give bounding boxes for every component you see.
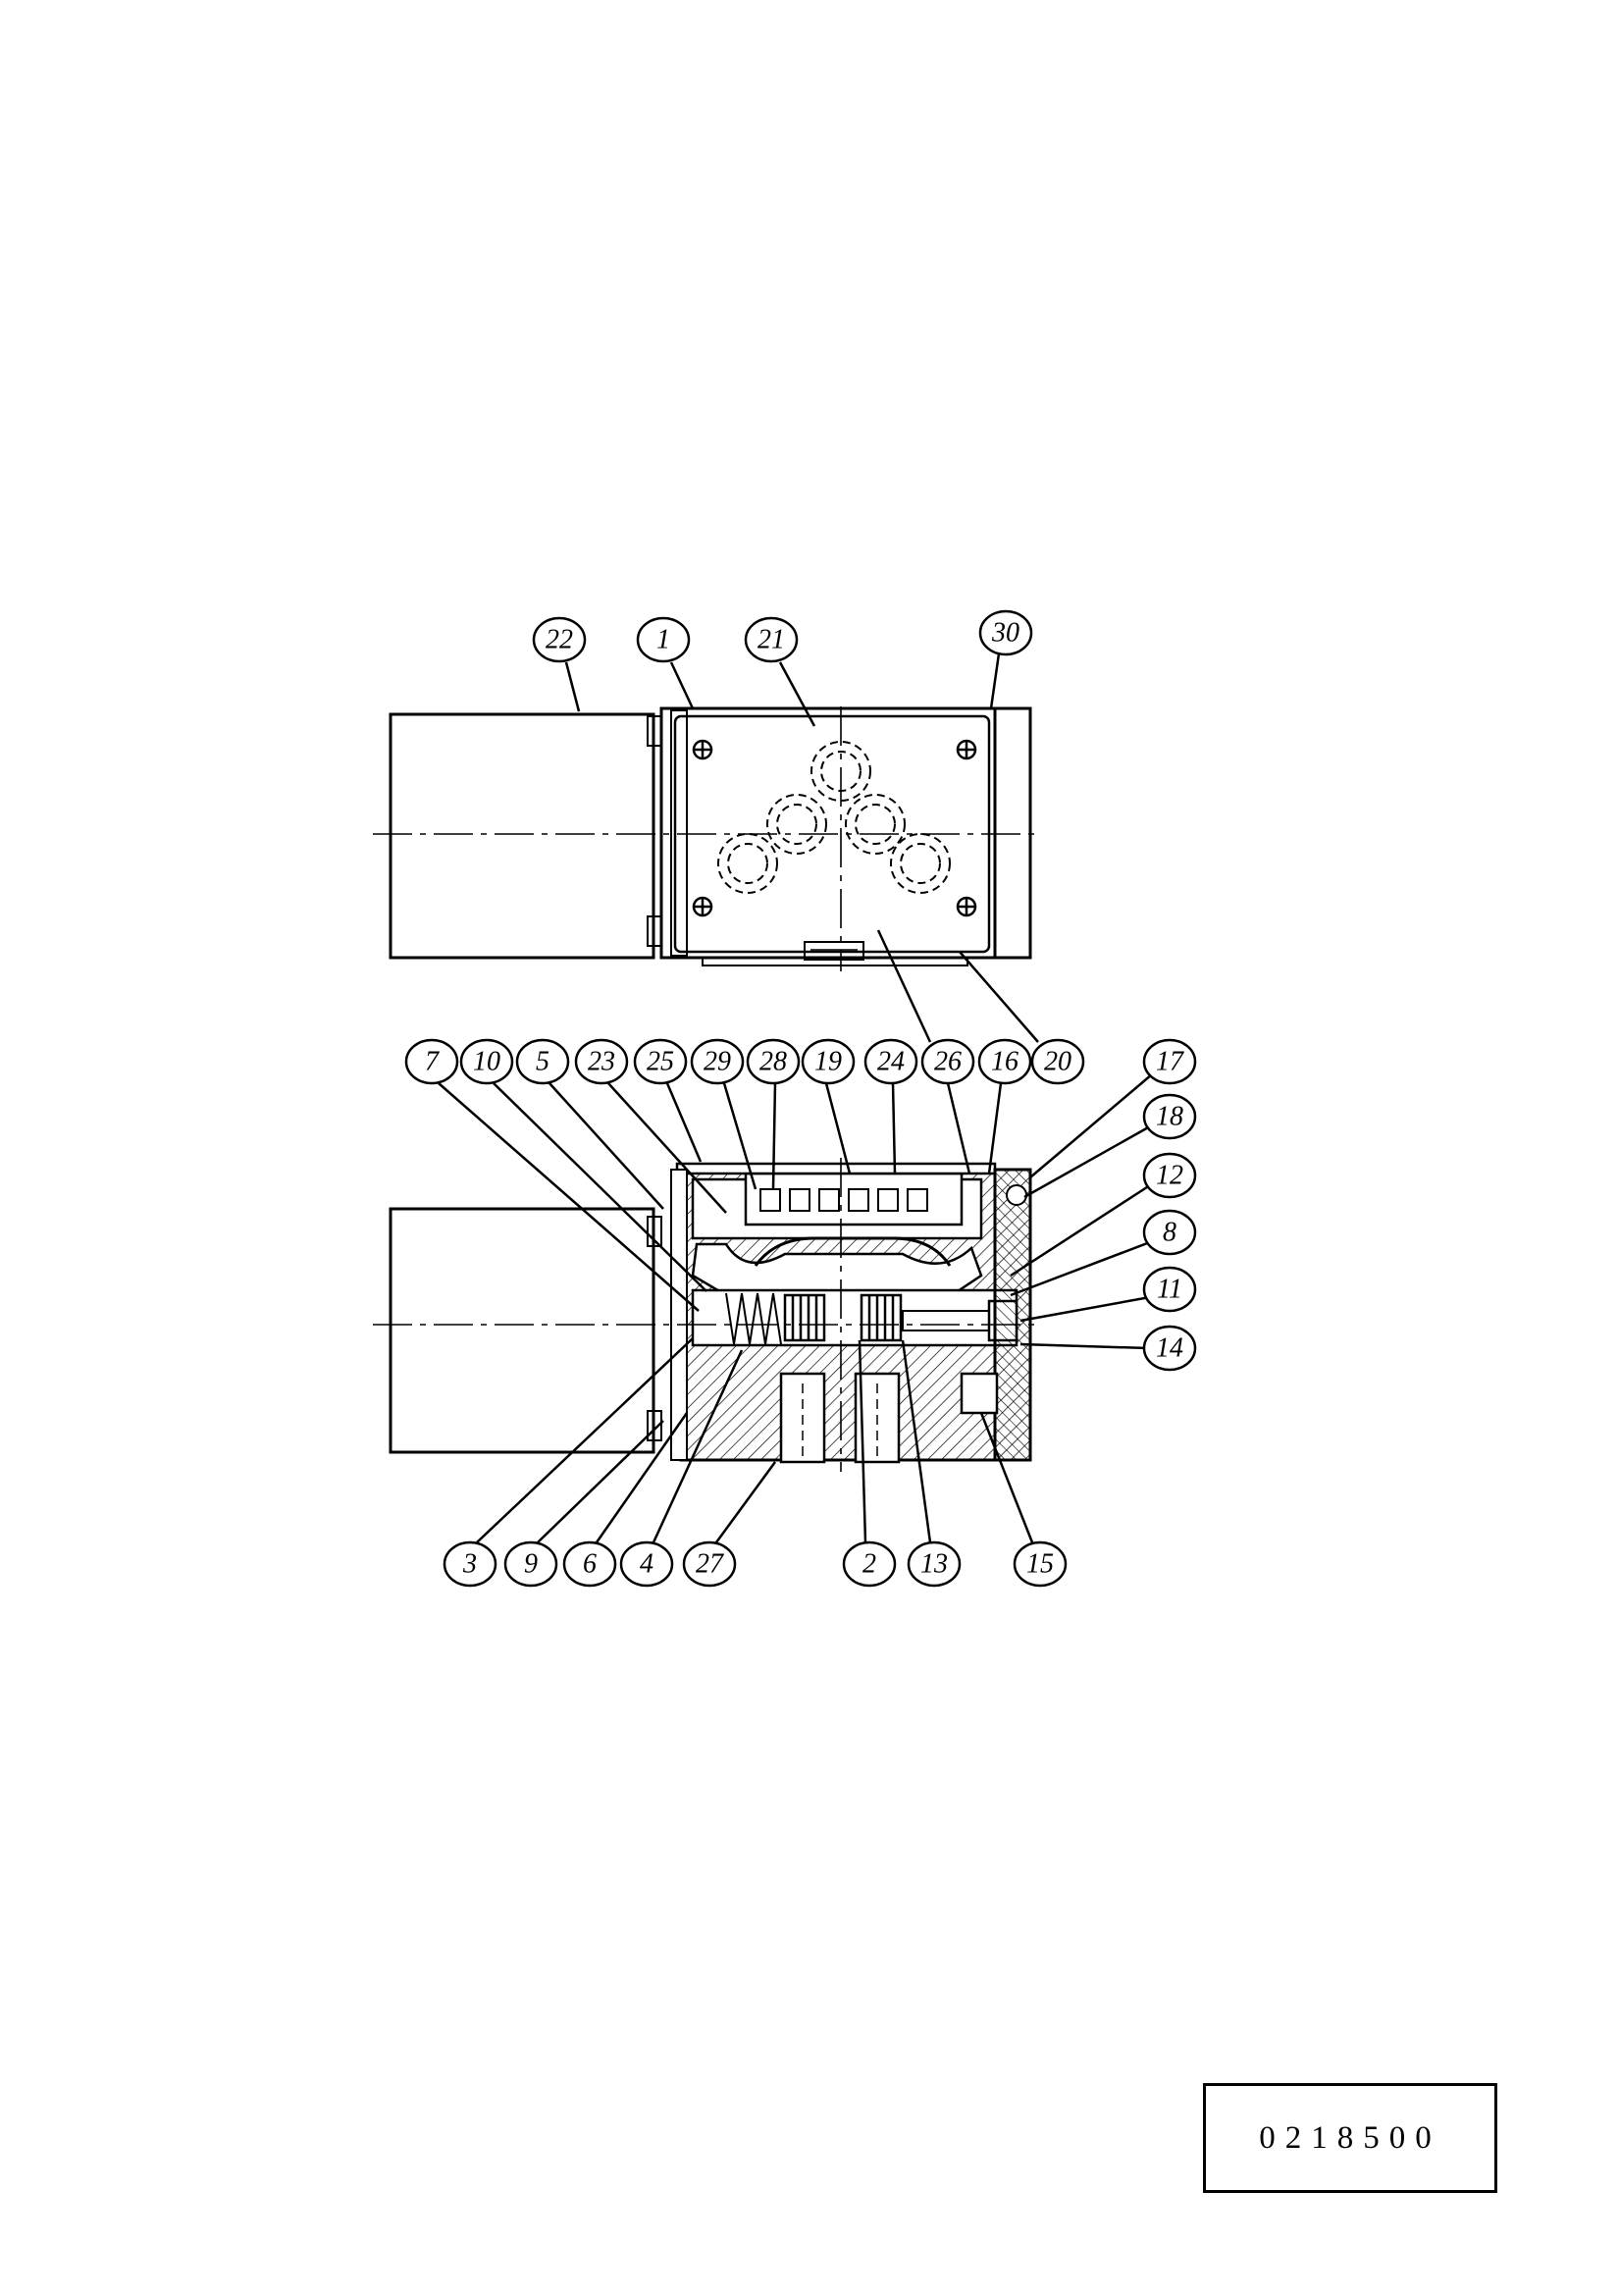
callout-17 — [1029, 1038, 1197, 1178]
callout-labels: 22 1 21 30 26 20 7 10 5 23 25 29 28 19 2… — [425, 618, 1184, 1580]
callout-label-30: 30 — [991, 618, 1019, 649]
callout-9 — [503, 1420, 664, 1588]
callout-label-22: 22 — [546, 625, 573, 655]
end-cover — [993, 706, 1032, 960]
callout-label-5: 5 — [536, 1047, 549, 1077]
callout-27 — [682, 1461, 777, 1588]
callout-label-19: 19 — [814, 1047, 842, 1077]
callout-label-28: 28 — [759, 1047, 787, 1077]
document-number: 0218500 — [1259, 2119, 1441, 2156]
callout-label-23: 23 — [588, 1047, 615, 1077]
callout-2 — [842, 1339, 897, 1588]
callout-label-1: 1 — [656, 625, 670, 655]
callout-12 — [1010, 1152, 1197, 1278]
callout-7 — [404, 1038, 700, 1312]
callout-label-25: 25 — [647, 1047, 674, 1077]
callout-label-10: 10 — [473, 1047, 500, 1077]
callout-19 — [801, 1038, 856, 1174]
callout-label-14: 14 — [1156, 1333, 1183, 1364]
callout-label-13: 13 — [920, 1549, 948, 1580]
callout-label-11: 11 — [1157, 1275, 1182, 1305]
callout-26 — [946, 1082, 971, 1174]
callout-label-17: 17 — [1156, 1047, 1184, 1077]
solenoid-coil-section — [389, 1207, 655, 1454]
callout-15 — [979, 1412, 1068, 1588]
callout-label-24: 24 — [877, 1047, 905, 1077]
callout-label-2: 2 — [862, 1549, 876, 1580]
terminal-block — [744, 1172, 964, 1226]
callout-label-4: 4 — [640, 1549, 653, 1580]
document-number-box: 0218500 — [1203, 2083, 1497, 2193]
callout-label-27: 27 — [696, 1549, 724, 1580]
callout-label-7: 7 — [425, 1047, 440, 1077]
callout-6 — [562, 1412, 689, 1588]
callout-label-29: 29 — [704, 1047, 731, 1077]
top-view — [373, 706, 1040, 971]
callout-26-top — [876, 929, 975, 1085]
callout-5 — [515, 1038, 664, 1210]
callout-4 — [619, 1349, 744, 1588]
callout-label-26: 26 — [934, 1047, 962, 1077]
callout-1 — [636, 616, 695, 709]
callout-16 — [977, 1038, 1032, 1174]
callout-label-6: 6 — [583, 1549, 597, 1580]
callout-24 — [863, 1038, 918, 1174]
callout-20-top — [959, 951, 1085, 1085]
callout-10 — [459, 1038, 707, 1292]
callout-28 — [746, 1038, 801, 1190]
callout-label-3: 3 — [462, 1549, 477, 1580]
callout-label-8: 8 — [1163, 1218, 1176, 1248]
solenoid-coil-left — [389, 712, 655, 960]
callout-label-9: 9 — [524, 1549, 538, 1580]
callout-label-18: 18 — [1156, 1102, 1183, 1132]
callout-8 — [1010, 1209, 1197, 1297]
callout-3 — [443, 1337, 694, 1588]
callout-13 — [901, 1339, 962, 1588]
callout-21 — [744, 616, 816, 727]
callout-11 — [1019, 1266, 1197, 1323]
callout-18 — [1023, 1093, 1197, 1199]
callout-label-15: 15 — [1026, 1549, 1054, 1580]
callout-23 — [574, 1038, 727, 1214]
callout-label-21: 21 — [757, 625, 785, 655]
section-view — [373, 1158, 1040, 1472]
callout-30 — [978, 609, 1033, 709]
callout-14 — [1019, 1325, 1197, 1372]
callout-25 — [633, 1038, 703, 1163]
callouts — [404, 609, 1197, 1588]
callout-29 — [690, 1038, 757, 1190]
callout-22 — [532, 616, 587, 712]
callout-label-16: 16 — [991, 1047, 1018, 1077]
callout-label-20: 20 — [1044, 1047, 1071, 1077]
callout-label-12: 12 — [1156, 1161, 1183, 1191]
